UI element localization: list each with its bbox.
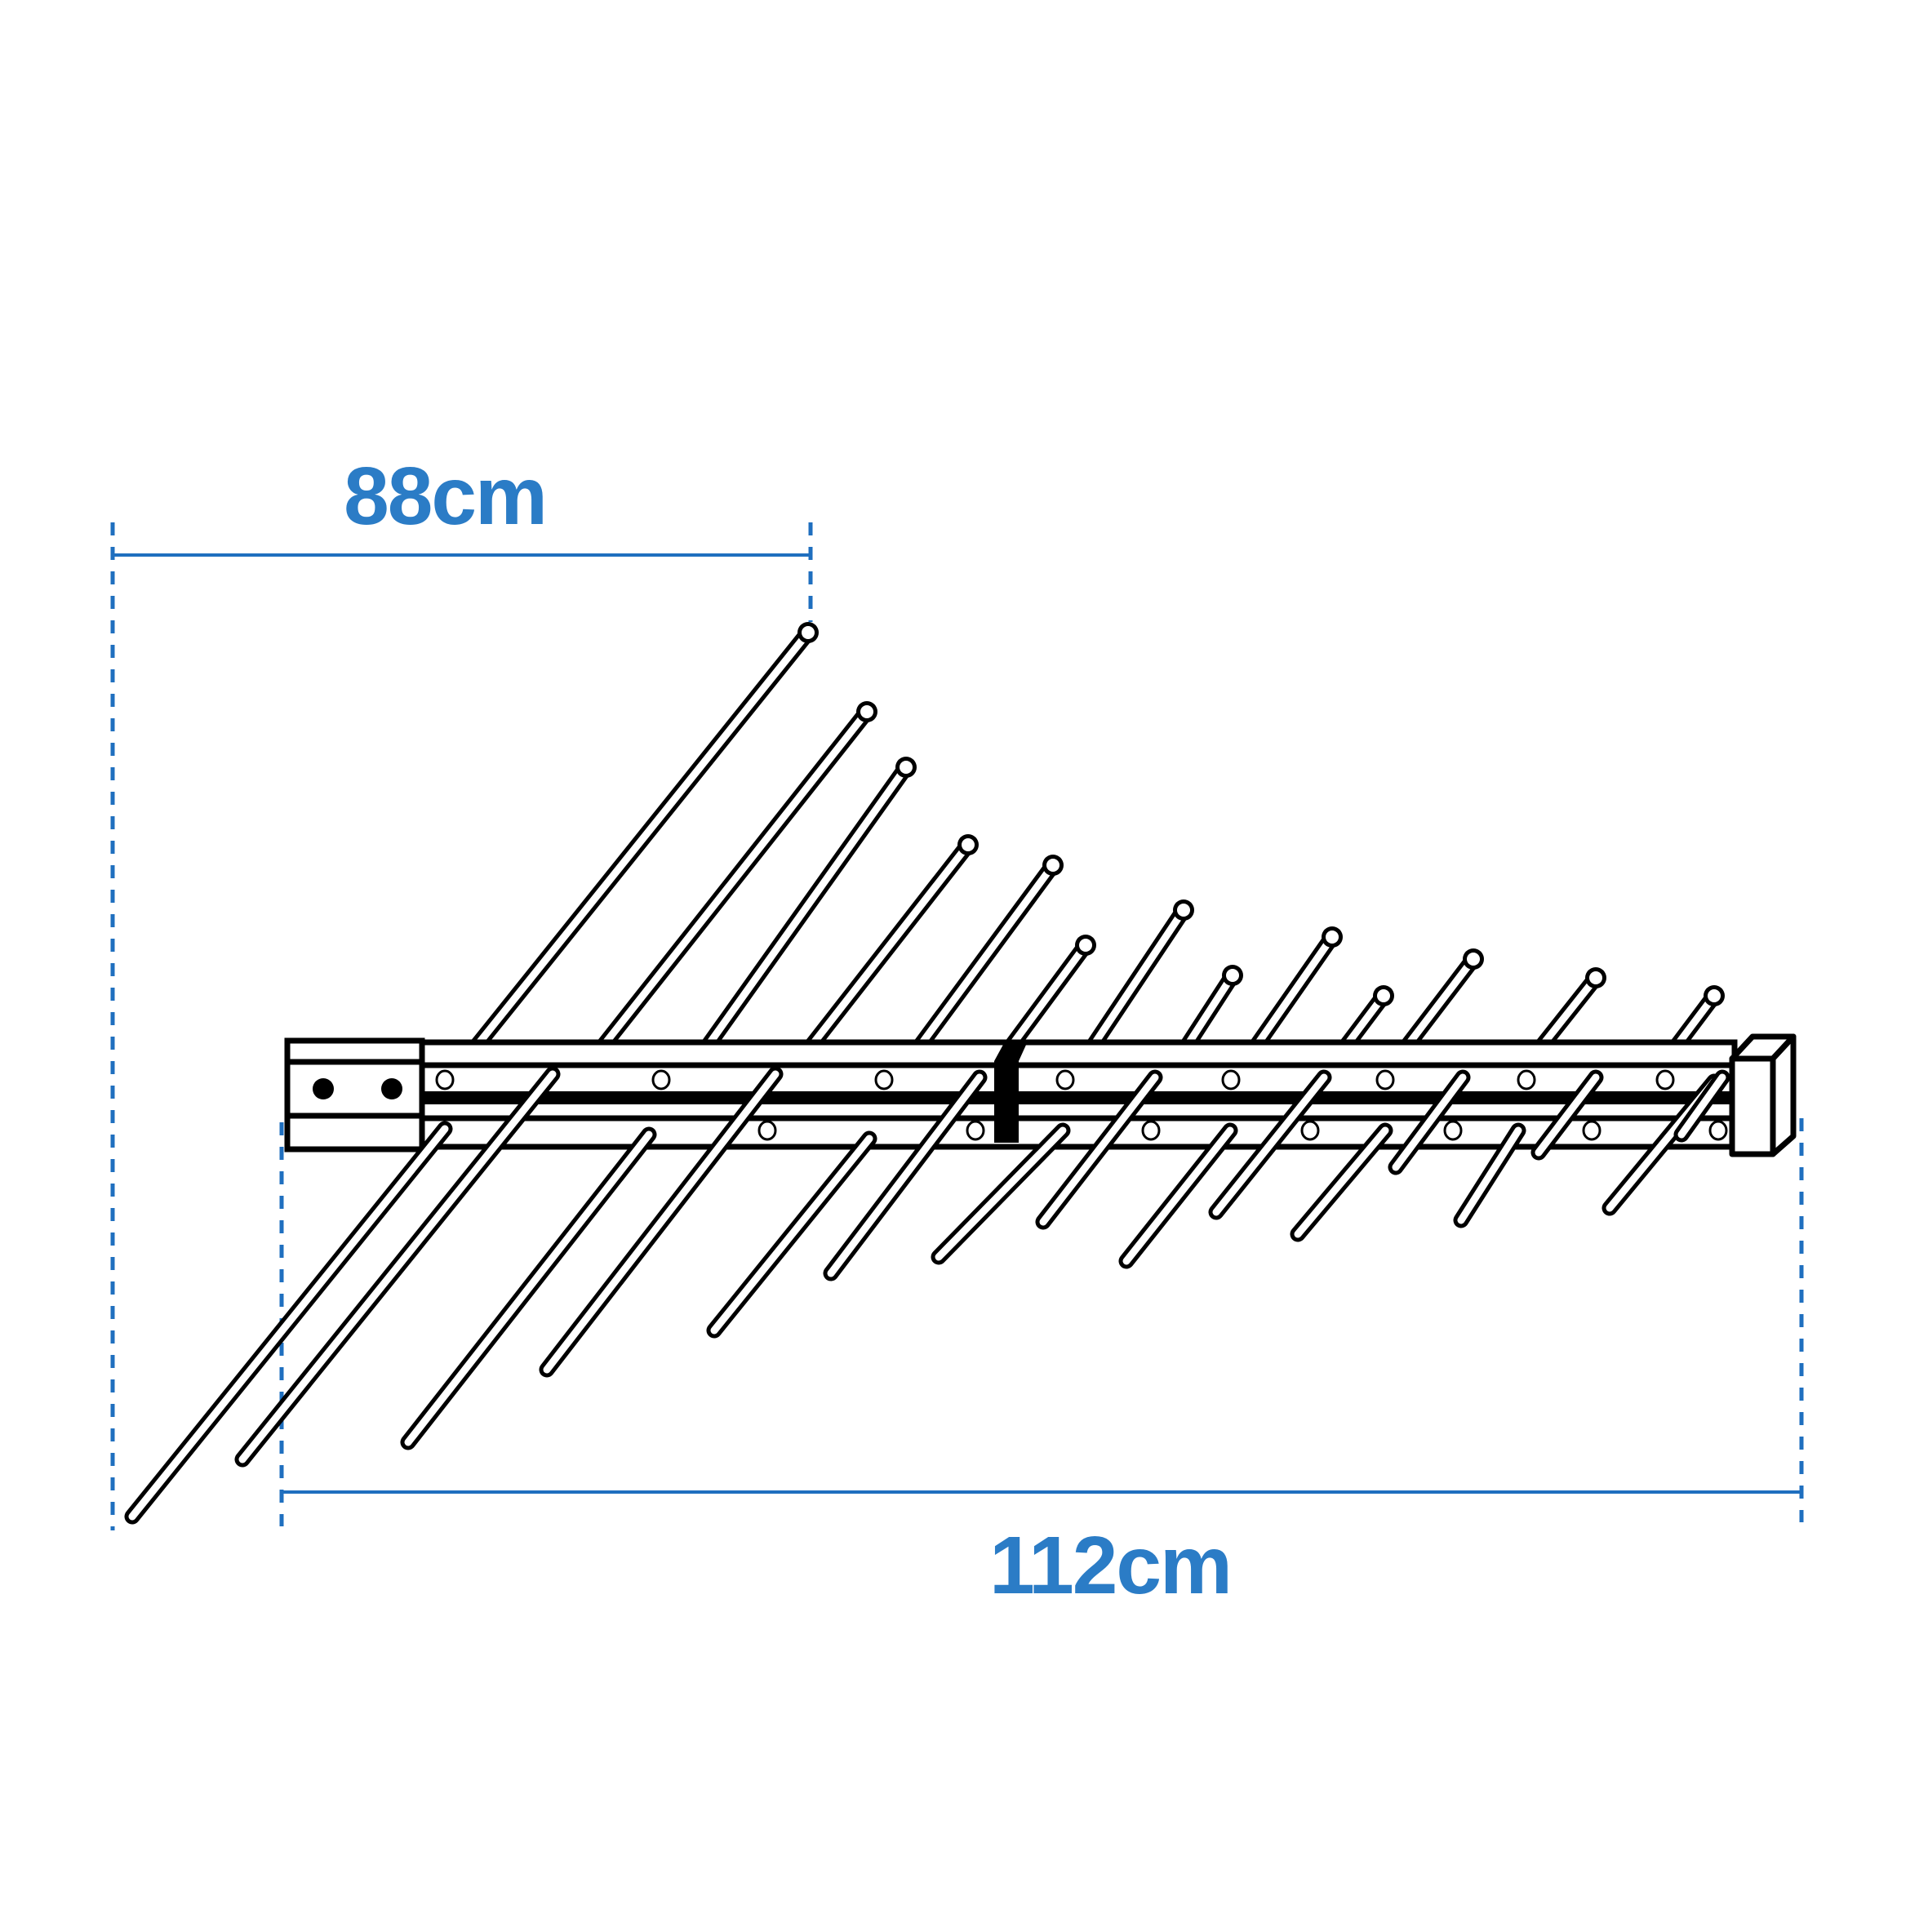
rail-hole-icon xyxy=(1582,1120,1601,1141)
hanging-rod xyxy=(1400,948,1484,1053)
hanging-rod xyxy=(931,1122,1071,1265)
hanging-rod xyxy=(1339,985,1394,1053)
rail-hole-group xyxy=(435,1069,1728,1141)
hanging-rod xyxy=(700,757,917,1053)
hanging-rod xyxy=(234,1066,561,1468)
hanging-rod xyxy=(1530,1069,1604,1161)
hanging-rod xyxy=(124,1121,453,1525)
hanging-rod xyxy=(1086,899,1194,1053)
rail-hole-icon xyxy=(1375,1069,1395,1090)
rail-hole-icon xyxy=(1141,1120,1161,1141)
hanging-rod xyxy=(706,1130,877,1339)
hanging-rod xyxy=(804,834,979,1053)
bracket-screw-hole-icon xyxy=(381,1078,402,1099)
hanging-rod xyxy=(1535,967,1606,1053)
hanging-rod xyxy=(1669,985,1725,1053)
rail-hole-icon xyxy=(1300,1120,1320,1141)
rail-center-joint xyxy=(994,1043,1027,1143)
hanging-rod xyxy=(596,701,877,1053)
rail-end-cap xyxy=(1729,1033,1797,1157)
bracket-screw-hole-icon xyxy=(313,1078,334,1099)
rail-hole-icon xyxy=(874,1069,894,1090)
hanging-rod xyxy=(1118,1122,1238,1269)
hanging-rod xyxy=(1290,1122,1393,1242)
hanging-rod xyxy=(1249,926,1343,1053)
hanging-rod xyxy=(539,1066,784,1378)
hanging-rod xyxy=(823,1069,988,1281)
hanging-rod xyxy=(1453,1122,1526,1228)
rail-black-slot xyxy=(422,1091,1735,1104)
rail-hole-icon xyxy=(651,1069,671,1090)
rail-hole-icon xyxy=(435,1069,455,1090)
hanging-rod xyxy=(1208,1069,1332,1220)
depth-dimension-label: 88cm xyxy=(344,451,548,542)
rail-hole-icon xyxy=(1443,1120,1463,1141)
hanging-rod xyxy=(1035,1069,1163,1230)
depth-dimension-marker xyxy=(110,522,813,1530)
hanging-rod xyxy=(1004,935,1096,1053)
hanging-rod xyxy=(913,855,1064,1053)
rail-hole-icon xyxy=(966,1120,985,1141)
hanging-rod xyxy=(1673,1069,1730,1143)
rail-hole-icon xyxy=(757,1120,777,1141)
length-dimension-label: 112cm xyxy=(989,1520,1233,1611)
upper-rod-group xyxy=(469,622,1725,1053)
rail-hole-icon xyxy=(1055,1069,1075,1090)
mount-bracket xyxy=(284,1037,425,1153)
rail-hole-icon xyxy=(1655,1069,1675,1090)
rail-hole-icon xyxy=(1708,1120,1728,1141)
hanging-rod xyxy=(400,1126,657,1450)
hanging-rod xyxy=(469,622,819,1053)
hanging-rod xyxy=(1179,965,1243,1053)
lower-rod-group xyxy=(124,1066,1730,1525)
rail-hole-icon xyxy=(1517,1069,1536,1090)
rail-hole-icon xyxy=(1221,1069,1241,1090)
hanging-rod xyxy=(1388,1069,1471,1175)
